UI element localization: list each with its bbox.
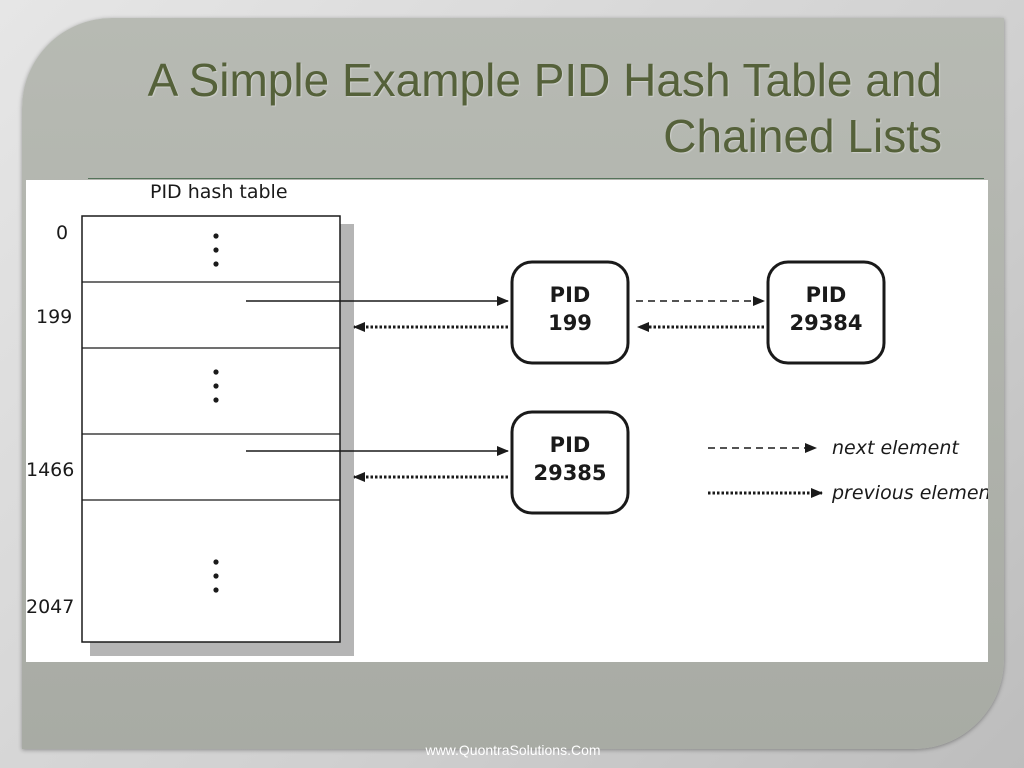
row-label-199: 199 [36, 306, 72, 328]
slide-title: A Simple Example PID Hash Table and Chai… [22, 52, 942, 164]
hash-table [81, 215, 341, 643]
pid-node-29385: PID 29385 [510, 410, 630, 515]
diagram-panel: PID hash table 0 199 1466 2047 [26, 180, 988, 662]
row-label-0: 0 [56, 222, 68, 244]
row-label-1466: 1466 [26, 459, 74, 481]
ellipsis-top [213, 233, 219, 267]
pid-node-29384: PID 29384 [766, 260, 886, 365]
title-line-2: Chained Lists [663, 110, 942, 162]
node-29385-value: 29385 [533, 461, 606, 485]
title-line-1: A Simple Example PID Hash Table and [147, 54, 942, 106]
ellipsis-middle [213, 369, 219, 403]
footer-website: www.QuontraSolutions.Com [425, 742, 601, 758]
title-divider [88, 178, 984, 179]
legend-previous-label: previous element [831, 482, 988, 504]
legend-next-label: next element [832, 437, 960, 459]
node-29384-label: PID [806, 283, 847, 307]
row-label-2047: 2047 [26, 596, 74, 618]
hash-table-diagram: PID hash table 0 199 1466 2047 [26, 181, 988, 656]
table-title: PID hash table [150, 181, 288, 203]
pid-node-199: PID 199 [510, 260, 630, 365]
node-199-label: PID [550, 283, 591, 307]
ellipsis-bottom [213, 559, 219, 593]
node-29385-label: PID [550, 433, 591, 457]
node-199-value: 199 [548, 311, 592, 335]
node-29384-value: 29384 [789, 311, 862, 335]
